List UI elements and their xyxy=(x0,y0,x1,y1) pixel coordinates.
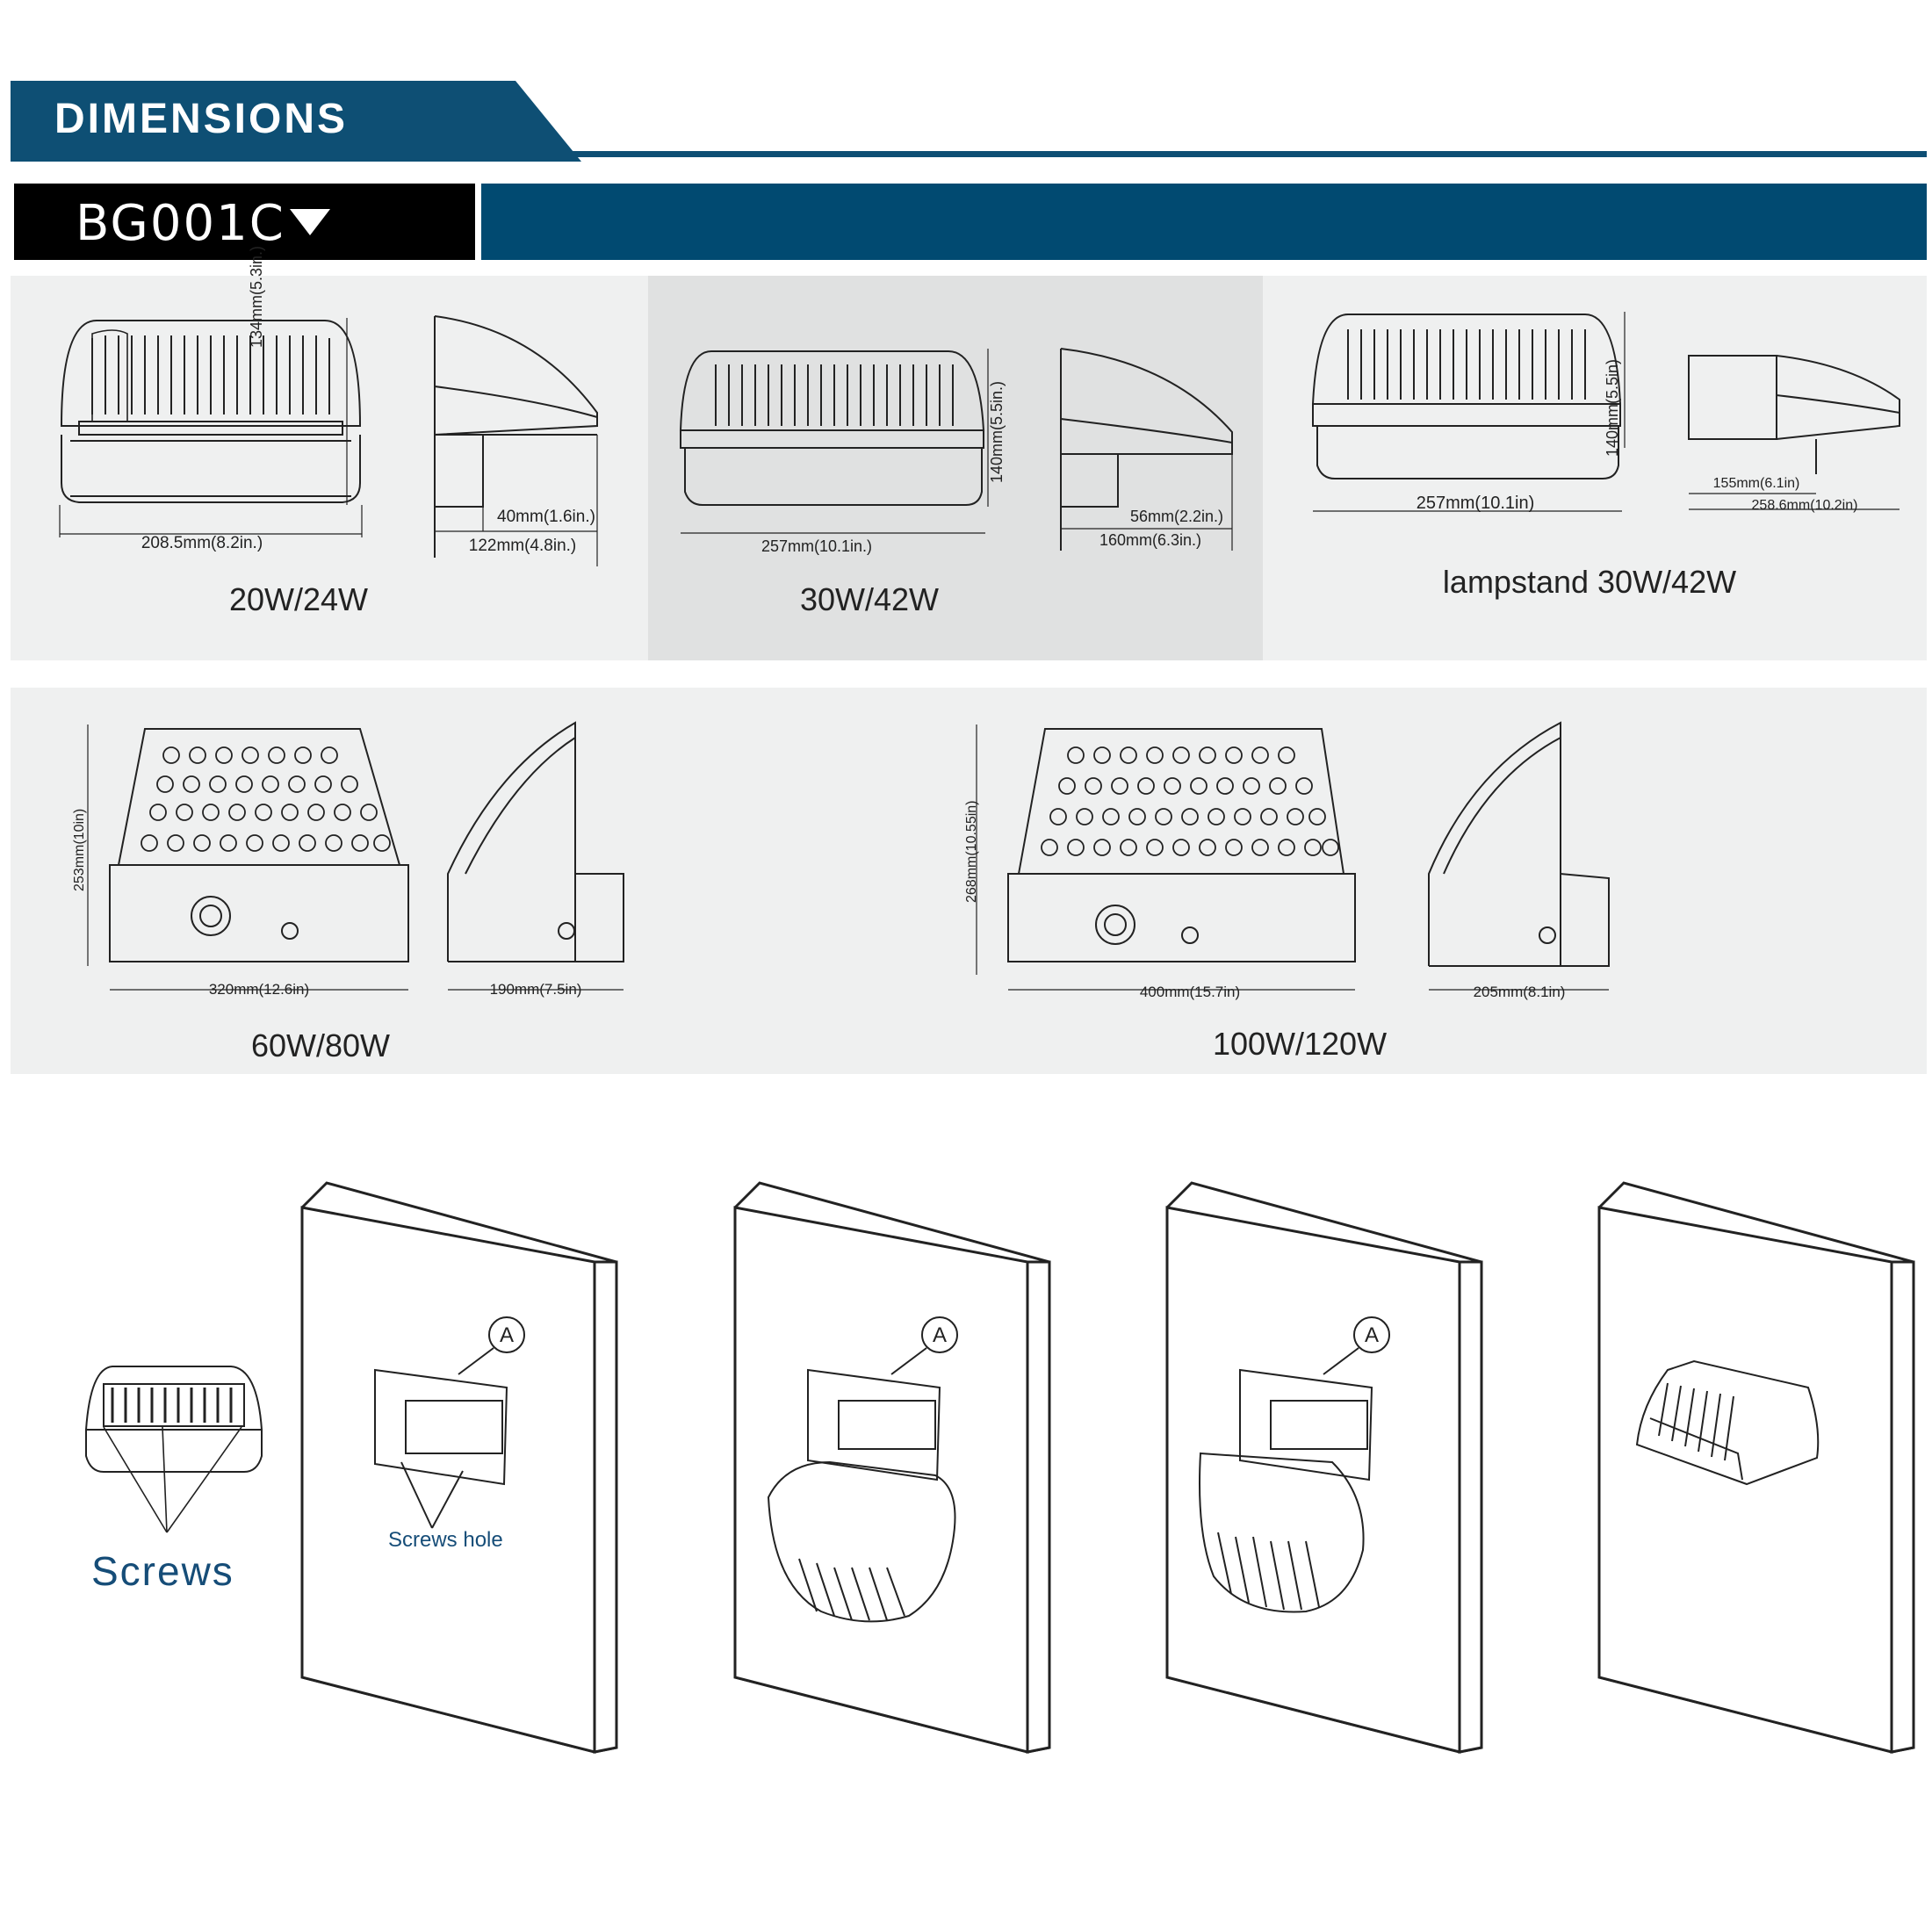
label-60w-80w: 60W/80W xyxy=(250,1027,391,1063)
screws-pointer-lines xyxy=(103,1426,242,1533)
dim-60w-depth: 190mm(7.5in) xyxy=(489,981,582,998)
install-step-4 xyxy=(1597,1181,1915,1754)
front-view-100w-drawing xyxy=(976,724,1356,991)
side-view-100w-drawing xyxy=(1428,721,1610,991)
dim-lampstand-side-small: 155mm(6.1in) xyxy=(1712,476,1800,491)
front-view-60w-drawing xyxy=(87,724,409,991)
front-view-lampstand-drawing xyxy=(1311,312,1626,512)
dim-30w-width: 257mm(10.1in.) xyxy=(761,537,873,555)
label-20w-24w: 20W/24W xyxy=(228,581,369,617)
front-view-30w-drawing xyxy=(679,349,989,534)
callout-a: A xyxy=(500,1323,514,1347)
dropdown-arrow-icon[interactable] xyxy=(290,209,330,235)
install-step-3: A xyxy=(1165,1181,1483,1754)
dim-30w-height: 140mm(5.5in.) xyxy=(988,380,1006,483)
front-view-20w-drawing xyxy=(59,318,363,537)
dim-20w-width: 208.5mm(8.2in.) xyxy=(141,534,263,552)
screws-hole-label: Screws hole xyxy=(388,1528,503,1552)
model-label: BG001C xyxy=(76,195,285,252)
dim-20w-depth: 122mm(4.8in.) xyxy=(468,537,577,555)
dim-lampstand-width: 257mm(10.1in) xyxy=(1416,494,1535,513)
dim-100w-height: 268mm(10.55in) xyxy=(964,800,979,904)
panel-row2 xyxy=(11,688,1927,1074)
callout-a: A xyxy=(1365,1323,1379,1347)
dim-60w-height: 253mm(10in) xyxy=(72,808,87,891)
dim-100w-depth: 205mm(8.1in) xyxy=(1473,984,1566,1000)
model-bar xyxy=(481,184,1927,260)
label-lampstand: lampstand 30W/42W xyxy=(1442,564,1737,600)
dim-20w-side-small: 40mm(1.6in.) xyxy=(497,508,595,526)
panel-30w-42w xyxy=(648,276,1263,660)
model-selector[interactable] xyxy=(14,184,475,260)
dim-60w-width: 320mm(12.6in) xyxy=(208,981,310,998)
side-view-lampstand-drawing xyxy=(1688,355,1900,510)
side-view-60w-drawing xyxy=(447,721,624,991)
dim-lampstand-depth: 258.6mm(10.2in) xyxy=(1751,498,1858,513)
section-header-tab xyxy=(11,81,581,162)
label-100w-120w: 100W/120W xyxy=(1212,1026,1388,1062)
callout-a: A xyxy=(933,1323,947,1347)
side-view-30w-drawing xyxy=(1060,348,1233,551)
dim-100w-width: 400mm(15.7in) xyxy=(1139,984,1241,1000)
section-header-rule xyxy=(11,151,1927,157)
fixture-front-drawing xyxy=(84,1366,263,1473)
screws-label: Screws xyxy=(91,1548,234,1594)
install-step-1: A xyxy=(300,1181,618,1754)
dim-lampstand-height: 140mm(5.5in) xyxy=(1604,358,1621,457)
install-step-2: A xyxy=(733,1181,1051,1754)
section-title: DIMENSIONS xyxy=(54,96,349,142)
dim-20w-height: 134mm(5.3in.) xyxy=(248,245,265,348)
dim-30w-depth: 160mm(6.3in.) xyxy=(1099,531,1202,549)
side-view-20w-drawing xyxy=(434,315,598,566)
dim-30w-side-small: 56mm(2.2in.) xyxy=(1129,508,1224,525)
label-30w-42w: 30W/42W xyxy=(799,581,940,617)
